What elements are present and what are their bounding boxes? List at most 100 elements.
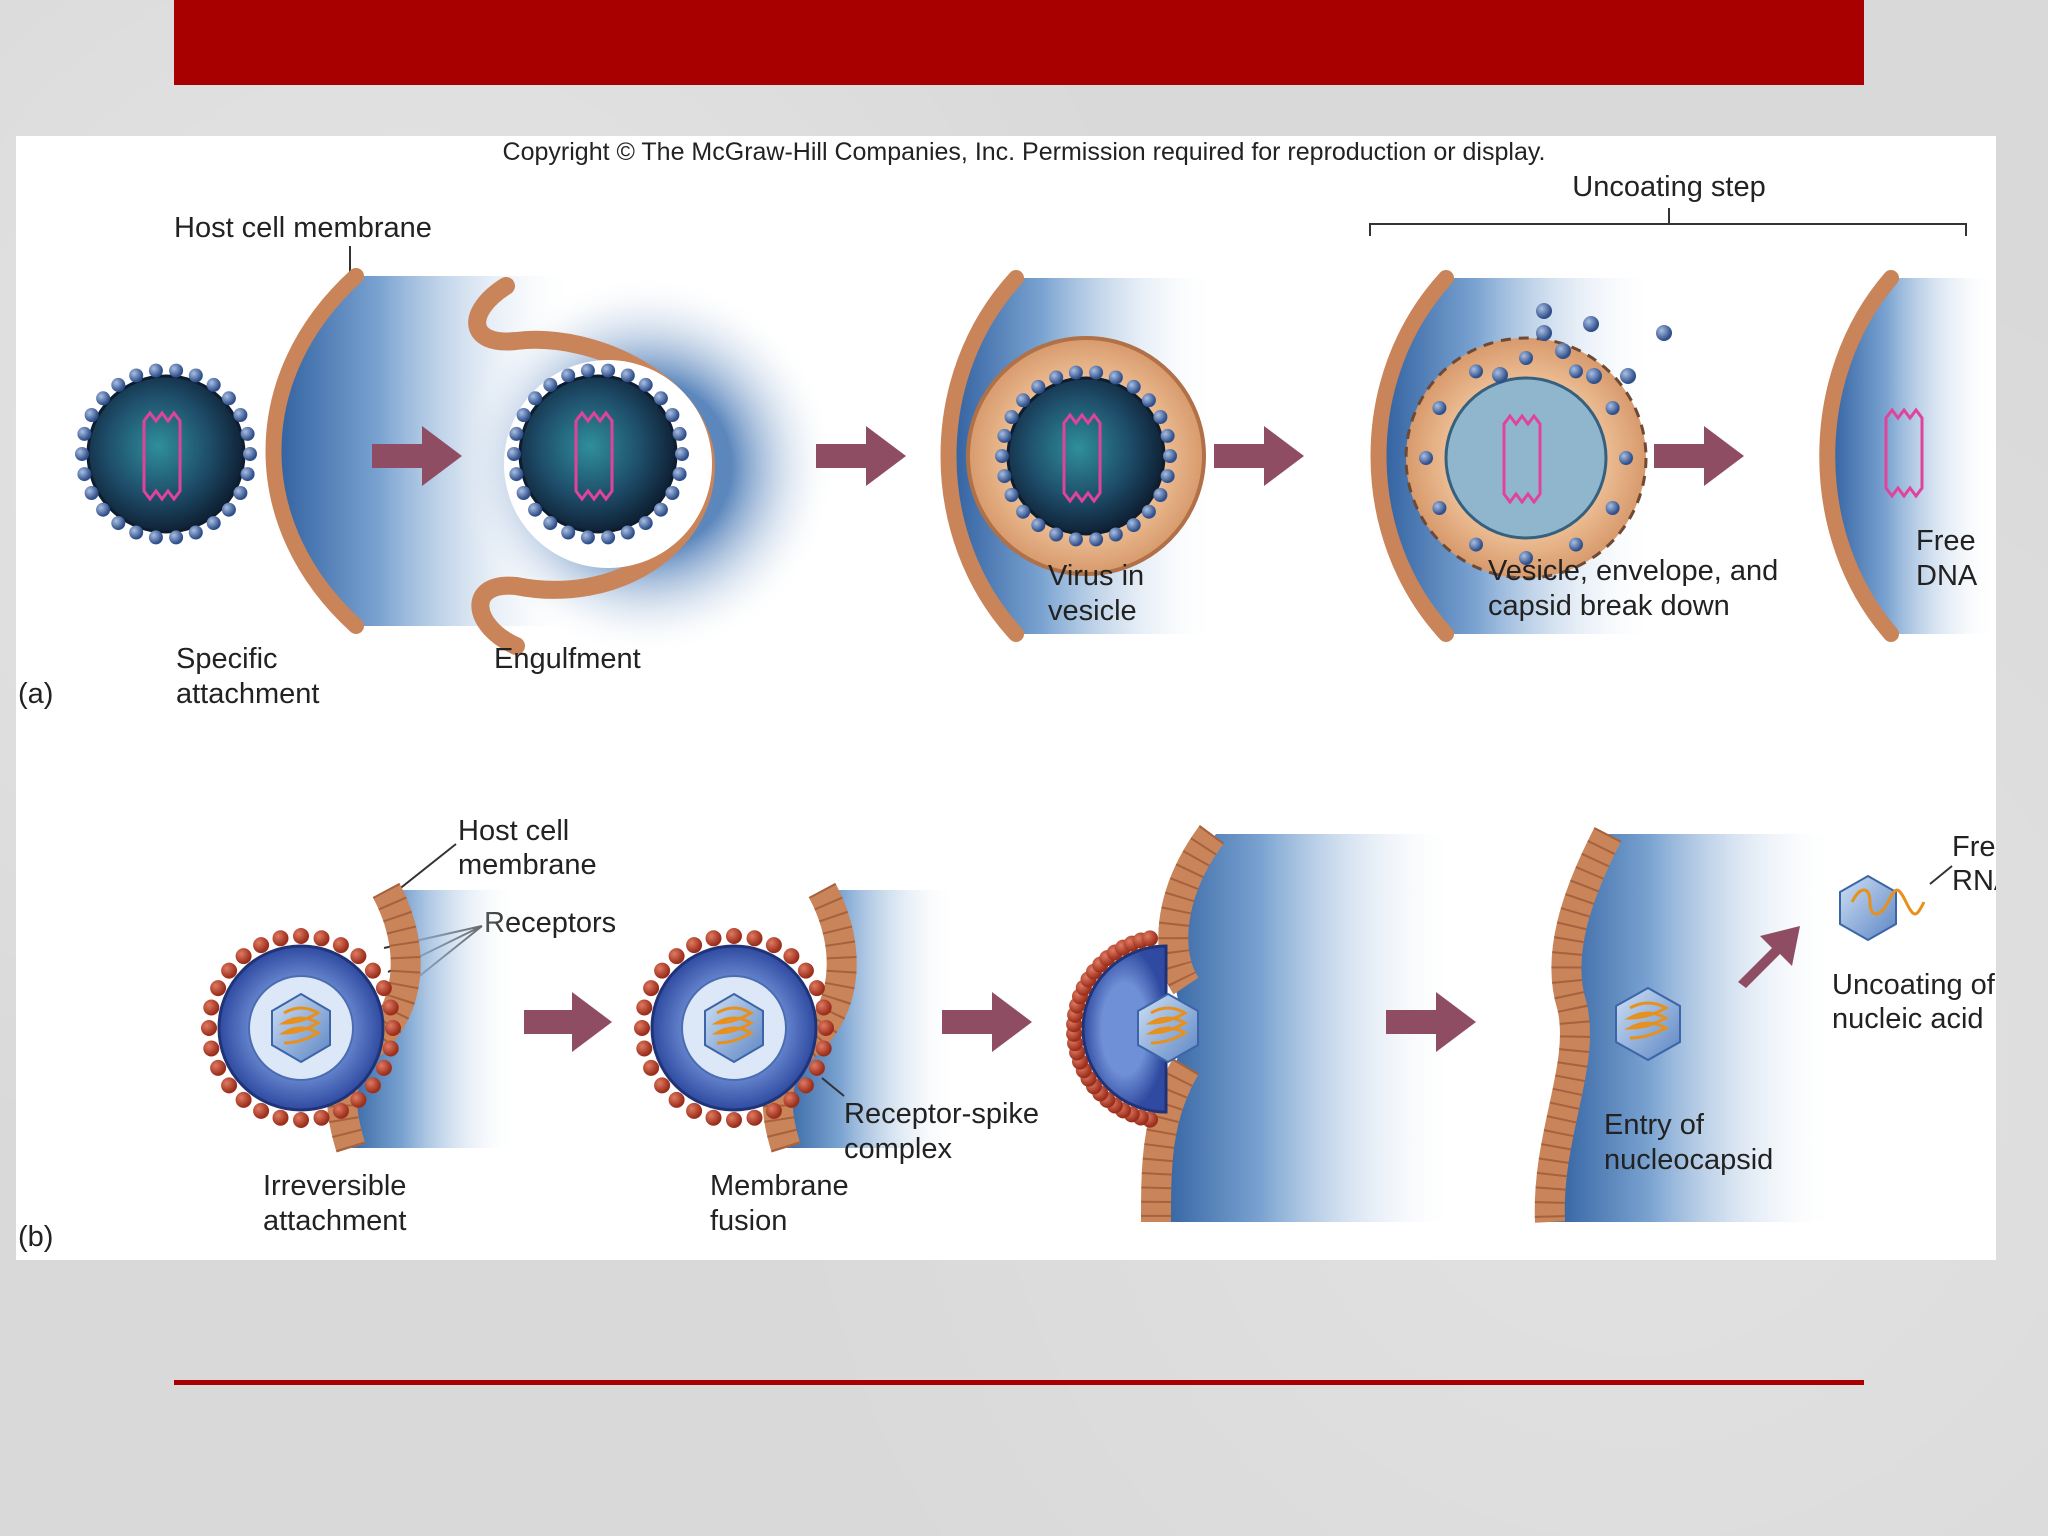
spike-bead	[1069, 366, 1083, 380]
spike-bead	[207, 378, 221, 392]
diagram-canvas: Copyright © The McGraw-Hill Companies, I…	[16, 136, 1996, 1260]
footer-rule	[174, 1380, 1864, 1385]
spike-bead	[809, 1060, 825, 1076]
spike-bead	[665, 408, 679, 422]
spike-bead	[201, 1020, 217, 1036]
spike-bead	[333, 937, 349, 953]
spike-bead	[1005, 488, 1019, 502]
spike-bead	[273, 930, 289, 946]
spike-bead	[601, 530, 615, 544]
spike-bead	[561, 369, 575, 383]
spike-bead	[643, 1060, 659, 1076]
copyright-notice: Copyright © The McGraw-Hill Companies, I…	[503, 138, 1546, 166]
label-breakdown-line1: Vesicle, envelope, and	[1488, 555, 1778, 587]
step-uncoating-nucleic-acid: Free RNA Uncoating of nucleic acid	[1832, 831, 1996, 1035]
spike-bead	[314, 1110, 330, 1126]
step-free-dna: Free DNA	[1827, 278, 1996, 634]
spike-bead	[1153, 488, 1167, 502]
spike-bead	[1031, 380, 1045, 394]
spike-bead	[1016, 505, 1030, 519]
receptor-spike-line2: complex	[844, 1133, 952, 1165]
label-uncoating-line2: nucleic acid	[1832, 1003, 1984, 1035]
spike-bead	[1005, 410, 1019, 424]
spike-bead	[85, 486, 99, 500]
spike-bead	[1109, 528, 1123, 542]
spike-bead	[129, 526, 143, 540]
spike-bead	[816, 1000, 832, 1016]
spike-bead	[1469, 364, 1483, 378]
spike-bead	[233, 486, 247, 500]
spike-bead	[636, 1041, 652, 1057]
spike-bead	[1142, 930, 1158, 946]
step-irreversible-attachment: Irreversible attachment	[201, 890, 516, 1237]
spike-bead	[1127, 518, 1141, 532]
spike-bead	[517, 486, 531, 500]
label-uncoating-line1: Uncoating of	[1832, 969, 1996, 1001]
spike-bead	[1469, 538, 1483, 552]
label-free-rna-line2: RNA	[1952, 865, 1996, 897]
arrow-a3	[1214, 426, 1304, 486]
spike-bead	[639, 516, 653, 530]
spike-bead	[1606, 401, 1620, 415]
panel-b-tag: (b)	[18, 1221, 53, 1253]
spike-bead	[1127, 380, 1141, 394]
label-breakdown-line2: capsid break down	[1488, 590, 1730, 622]
label-vesicle-line1: Virus in	[1048, 560, 1144, 592]
spike-bead	[350, 1092, 366, 1108]
spike-bead	[816, 1041, 832, 1057]
spike-bead	[203, 1000, 219, 1016]
spike-bead	[783, 1092, 799, 1108]
spike-bead	[1031, 518, 1045, 532]
spike-bead	[517, 408, 531, 422]
spike-bead	[543, 378, 557, 392]
host-membrane-label-b-line2: membrane	[458, 849, 597, 881]
spike-bead	[253, 937, 269, 953]
spike-bead	[621, 526, 635, 540]
uncoating-bracket	[1370, 208, 1966, 236]
spike-bead	[77, 427, 91, 441]
spike-bead	[383, 1000, 399, 1016]
spike-bead	[1163, 449, 1177, 463]
spike-bead	[253, 1103, 269, 1119]
label-free-dna-line2: DNA	[1916, 560, 1978, 592]
spike-bead	[706, 930, 722, 946]
panel-b: Host cell membrane Receptors Irreversibl…	[18, 815, 1996, 1253]
spike-bead	[747, 930, 763, 946]
spike-bead	[1089, 366, 1103, 380]
label-fusion-line1: Membrane	[710, 1170, 849, 1202]
spike-bead	[243, 447, 257, 461]
spike-bead	[385, 1020, 401, 1036]
spike-bead	[726, 928, 742, 944]
host-membrane-label-b-line1: Host cell	[458, 815, 569, 847]
label-free-rna-line1: Free	[1952, 831, 1996, 863]
spike-bead	[1153, 410, 1167, 424]
spike-bead	[236, 948, 252, 964]
spike-bead	[675, 447, 689, 461]
step-membrane-fusion: Receptor-spike complex Membrane fusion	[634, 890, 1039, 1237]
panel-a-tag: (a)	[18, 678, 53, 710]
spike-bead	[189, 526, 203, 540]
spike-bead	[365, 1077, 381, 1093]
spike-bead	[85, 408, 99, 422]
spike-bead	[293, 928, 309, 944]
spike-bead	[1432, 501, 1446, 515]
spike-bead	[1109, 371, 1123, 385]
spike-bead	[654, 1077, 670, 1093]
spike-bead	[643, 980, 659, 996]
label-specific-line1: Specific	[176, 643, 278, 675]
label-entry-line1: Entry of	[1604, 1109, 1705, 1141]
spike-bead	[1606, 501, 1620, 515]
spike-bead	[207, 516, 221, 530]
spike-bead	[766, 937, 782, 953]
spike-bead	[1049, 528, 1063, 542]
spike-bead	[1432, 401, 1446, 415]
spike-bead	[111, 516, 125, 530]
spike-bead	[726, 1112, 742, 1128]
spike-bead	[77, 467, 91, 481]
spike-bead	[669, 948, 685, 964]
broken-capsid	[1446, 378, 1606, 538]
label-engulfment: Engulfment	[494, 643, 641, 675]
spike-bead	[1519, 351, 1533, 365]
spike-bead	[1016, 393, 1030, 407]
spike-bead	[654, 963, 670, 979]
